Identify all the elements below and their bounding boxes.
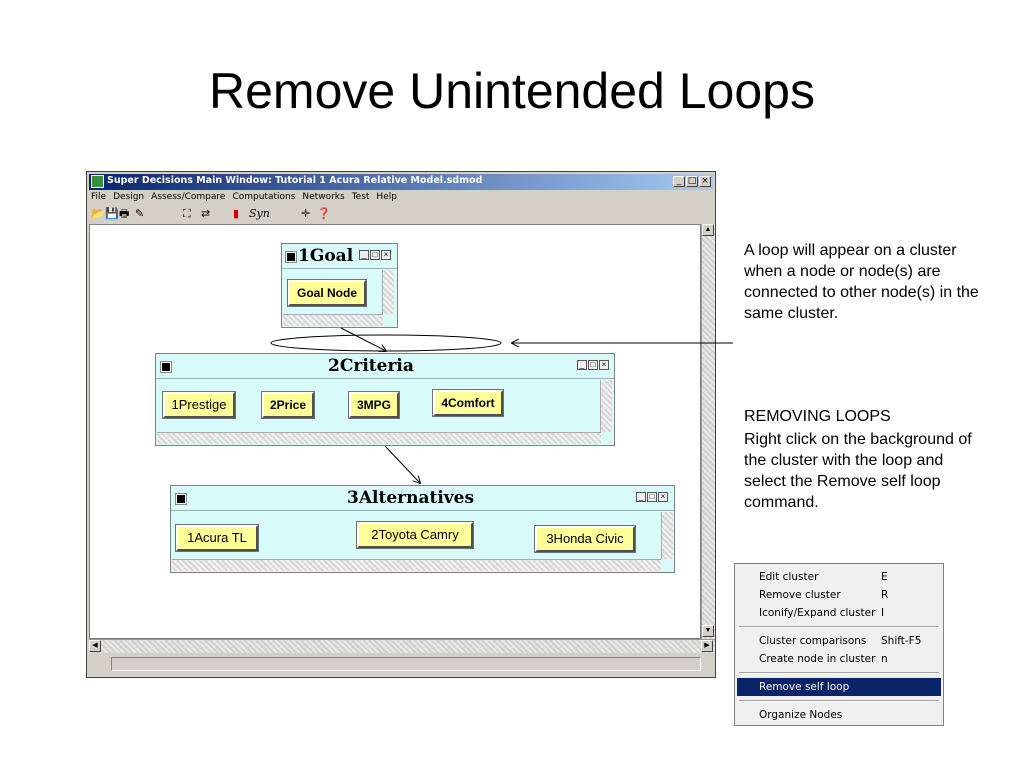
cluster-menu-icon[interactable]: [175, 493, 187, 505]
window-titlebar[interactable]: Super Decisions Main Window: Tutorial 1 …: [89, 174, 713, 190]
menu-assess-compare[interactable]: Assess/Compare: [151, 192, 226, 202]
menu-separator: [739, 626, 939, 628]
loop-explanation: A loop will appear on a cluster when a n…: [744, 242, 979, 322]
close-icon[interactable]: ×: [599, 360, 609, 370]
node-prestige[interactable]: 1Prestige: [162, 391, 236, 419]
menu-bar: File Design Assess/Compare Computations Netw…: [91, 192, 404, 206]
slide-title: Remove Unintended Loops: [209, 63, 815, 119]
save-icon[interactable]: 💾: [105, 207, 119, 220]
network-icon[interactable]: ⛶: [183, 207, 191, 220]
cluster-header: 1Goal _□×: [282, 244, 397, 269]
cluster-goal[interactable]: 1Goal _□× Goal Node: [281, 243, 398, 328]
menu-networks[interactable]: Networks: [302, 192, 345, 202]
maximize-icon[interactable]: □: [647, 492, 657, 502]
close-button[interactable]: ×: [699, 176, 711, 187]
cluster-horizontal-scrollbar[interactable]: [283, 314, 383, 326]
scroll-right-icon[interactable]: ▶: [701, 640, 713, 652]
open-folder-icon[interactable]: 📂: [91, 207, 105, 220]
node-acura-tl[interactable]: 1Acura TL: [175, 524, 259, 552]
cluster-header: 2Criteria _□×: [156, 354, 614, 379]
node-mpg[interactable]: 3MPG: [348, 391, 400, 419]
cluster-criteria[interactable]: 2Criteria _□× 1Prestige 2Price 3MPG 4Com…: [155, 353, 615, 446]
app-icon: [91, 175, 104, 188]
synthesize-button[interactable]: Syn: [249, 207, 270, 220]
cluster-alternatives[interactable]: 3Alternatives _□× 1Acura TL 2Toyota Camr…: [170, 485, 675, 573]
cluster-title: 2Criteria: [328, 356, 414, 376]
minimize-icon[interactable]: _: [359, 250, 369, 260]
maximize-icon[interactable]: □: [370, 250, 380, 260]
minimize-icon[interactable]: _: [577, 360, 587, 370]
menu-help[interactable]: Help: [376, 192, 397, 202]
main-vertical-scrollbar[interactable]: ▲ ▼: [701, 224, 715, 639]
node-honda-civic[interactable]: 3Honda Civic: [534, 525, 636, 553]
crosshair-icon[interactable]: ✛: [301, 207, 311, 220]
removing-loops-instructions: Right click on the background of the clu…: [744, 431, 972, 511]
window-title: Super Decisions Main Window: Tutorial 1 …: [107, 175, 483, 186]
cluster-vertical-scrollbar[interactable]: [661, 512, 673, 559]
node-toyota-camry[interactable]: 2Toyota Camry: [356, 521, 474, 549]
scroll-left-icon[interactable]: ◀: [89, 640, 101, 652]
node-goal[interactable]: Goal Node: [287, 279, 367, 307]
cluster-title: 1Goal: [298, 246, 354, 266]
maximize-button[interactable]: □: [686, 176, 698, 187]
cluster-menu-icon[interactable]: [285, 251, 297, 263]
cluster-vertical-scrollbar[interactable]: [382, 270, 394, 314]
cluster-window-buttons: _□×: [358, 250, 391, 260]
cluster-menu-icon[interactable]: [160, 361, 172, 373]
cluster-title: 3Alternatives: [347, 488, 475, 508]
print-icon[interactable]: 🖶: [119, 207, 130, 220]
menu-separator: [739, 700, 939, 702]
edit-pencil-icon[interactable]: ✎: [135, 207, 145, 220]
close-icon[interactable]: ×: [381, 250, 391, 260]
cluster-vertical-scrollbar[interactable]: [600, 380, 612, 432]
main-horizontal-scrollbar[interactable]: ◀ ▶: [89, 639, 715, 653]
bar-chart-icon[interactable]: ▮: [233, 207, 240, 220]
menu-item-organize-nodes[interactable]: Organize Nodes: [759, 709, 843, 721]
node-comfort[interactable]: 4Comfort: [432, 389, 504, 417]
link-arrows-icon[interactable]: ⇄: [201, 207, 211, 220]
minimize-icon[interactable]: _: [636, 492, 646, 502]
menu-computations[interactable]: Computations: [232, 192, 296, 202]
node-price[interactable]: 2Price: [261, 391, 315, 419]
scroll-up-icon[interactable]: ▲: [702, 224, 714, 236]
menu-separator: [739, 672, 939, 674]
scroll-down-icon[interactable]: ▼: [702, 625, 714, 637]
minimize-button[interactable]: _: [673, 176, 685, 187]
menu-design[interactable]: Design: [113, 192, 145, 202]
cluster-window-buttons: _□×: [576, 360, 609, 370]
status-bar: [111, 657, 701, 671]
help-question-icon[interactable]: ❓: [317, 207, 331, 220]
cluster-window-buttons: _□×: [635, 492, 668, 502]
menu-test[interactable]: Test: [351, 192, 370, 202]
cluster-horizontal-scrollbar[interactable]: [172, 559, 661, 571]
menu-item-remove-self-loop[interactable]: Remove self loop: [737, 678, 941, 696]
cluster-horizontal-scrollbar[interactable]: [157, 432, 601, 444]
close-icon[interactable]: ×: [658, 492, 668, 502]
removing-loops-heading: REMOVING LOOPS: [744, 408, 891, 425]
menu-file[interactable]: File: [91, 192, 107, 202]
cluster-header: 3Alternatives _□×: [171, 486, 674, 511]
maximize-icon[interactable]: □: [588, 360, 598, 370]
